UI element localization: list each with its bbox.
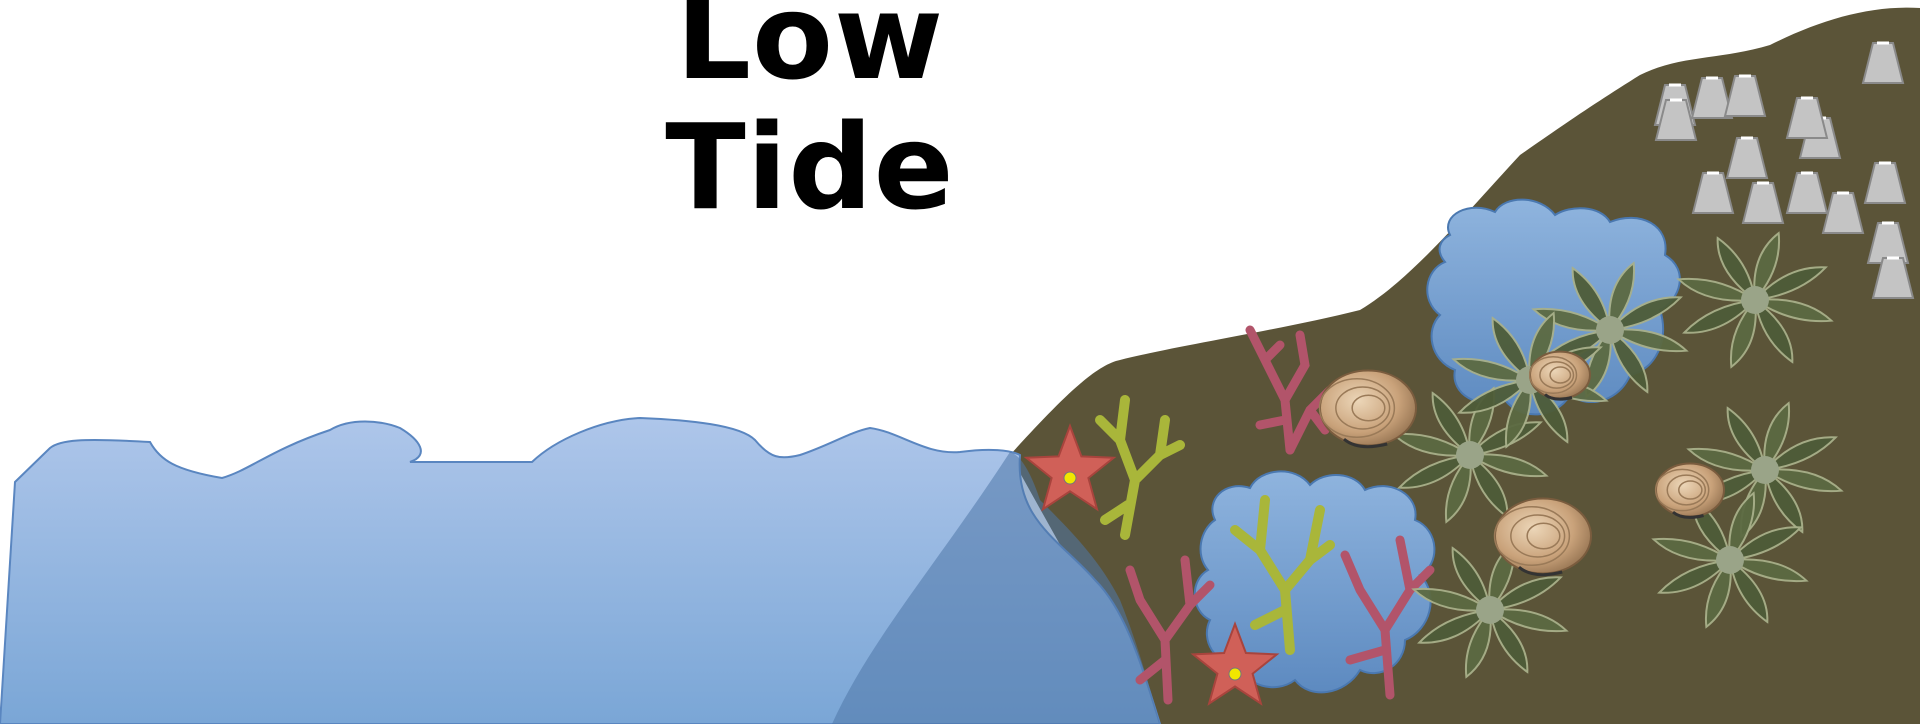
snail-icon: [1495, 499, 1591, 575]
snail-icon: [1320, 371, 1416, 447]
snail-icon: [1530, 352, 1590, 400]
snail-icon: [1656, 463, 1724, 517]
page-title: Low Tide: [540, 0, 1080, 102]
